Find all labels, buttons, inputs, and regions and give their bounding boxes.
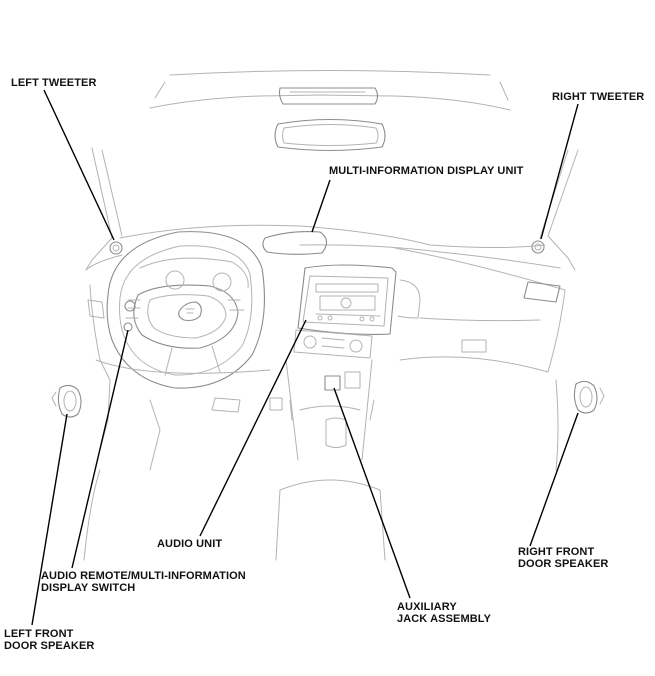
right-front-door-speaker-icon bbox=[573, 380, 605, 414]
label-audio-remote-switch: AUDIO REMOTE/MULTI-INFORMATION DISPLAY S… bbox=[41, 570, 246, 594]
driver-lower-dash bbox=[87, 299, 283, 471]
multi-information-display bbox=[262, 231, 328, 255]
audio-unit-panel bbox=[297, 264, 397, 335]
label-right-tweeter: RIGHT TWEETER bbox=[552, 91, 645, 103]
leader-lines bbox=[31, 89, 579, 626]
label-right-front-door-speaker: RIGHT FRONT DOOR SPEAKER bbox=[518, 546, 609, 570]
left-front-door-speaker-icon bbox=[51, 384, 82, 418]
door-panels bbox=[83, 379, 559, 561]
windshield-header bbox=[149, 70, 511, 111]
center-console bbox=[275, 359, 386, 561]
label-multi-information-display-unit: MULTI-INFORMATION DISPLAY UNIT bbox=[329, 165, 524, 177]
leader-right-tweeter bbox=[540, 103, 579, 240]
leader-left-door-speaker bbox=[31, 413, 68, 626]
left-tweeter-speaker bbox=[109, 241, 123, 255]
leader-multi-info-display bbox=[311, 179, 331, 233]
leader-audio-remote bbox=[71, 329, 129, 569]
leader-right-door-speaker bbox=[529, 412, 579, 547]
passenger-dash bbox=[397, 279, 561, 373]
rearview-mirror bbox=[274, 118, 386, 152]
label-left-tweeter: LEFT TWEETER bbox=[11, 77, 97, 89]
label-audio-unit: AUDIO UNIT bbox=[157, 538, 223, 550]
label-auxiliary-jack-assembly: AUXILIARY JACK ASSEMBLY bbox=[397, 601, 492, 625]
leader-left-tweeter bbox=[43, 89, 115, 241]
label-left-front-door-speaker: LEFT FRONT DOOR SPEAKER bbox=[4, 628, 95, 652]
leader-aux-jack bbox=[333, 387, 411, 599]
instrument-cluster bbox=[139, 257, 249, 292]
right-tweeter-speaker bbox=[531, 240, 545, 254]
steering-wheel bbox=[106, 231, 266, 389]
leader-audio-unit bbox=[199, 319, 307, 537]
